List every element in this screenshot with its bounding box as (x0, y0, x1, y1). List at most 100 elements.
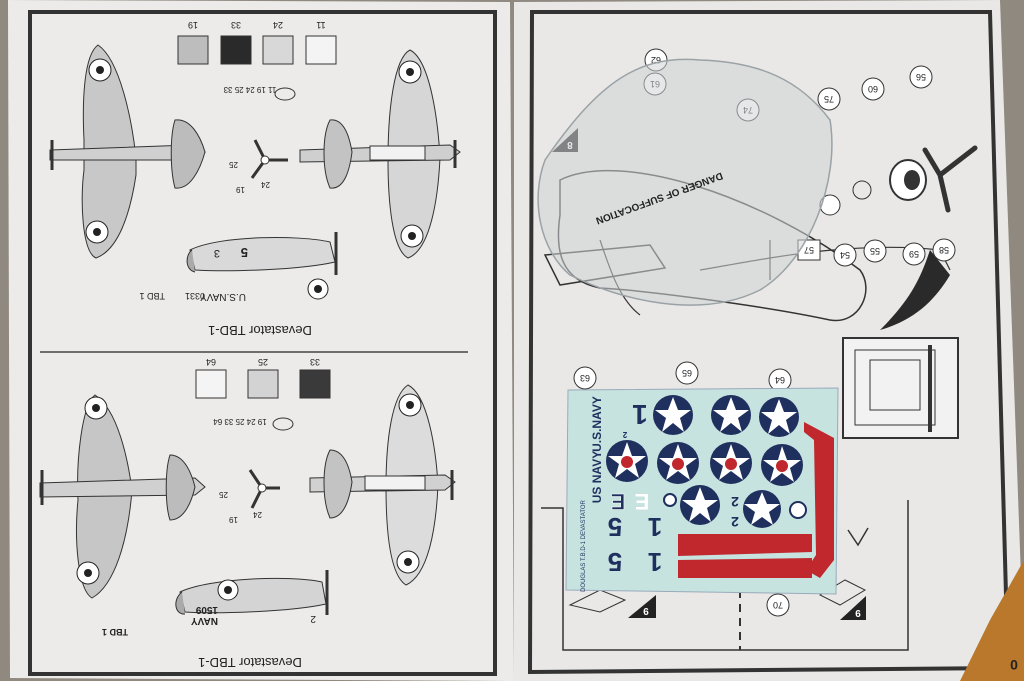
svg-text:55: 55 (870, 246, 880, 256)
left-page-frame (28, 10, 497, 676)
sprue-bag (537, 58, 833, 306)
side-marking: 0331 (185, 291, 205, 301)
stripe-decal (678, 534, 812, 556)
section-title: Devastator TBD-1 (198, 655, 302, 670)
side-marking: 2 (310, 613, 316, 624)
prop-part-label: 24 (261, 180, 270, 189)
decal-text: E (611, 489, 626, 514)
decal-text: 1 (632, 399, 648, 430)
propeller-diagram (248, 469, 280, 509)
decal-text: U.S.NAVY (590, 396, 604, 452)
swatch-33 (220, 35, 252, 65)
squadron-insignia-decal (663, 493, 807, 519)
swatch-64 (195, 369, 227, 399)
step-marker: 9 (628, 595, 656, 618)
side-marking: 5 (241, 245, 248, 260)
swatch-25 (247, 369, 279, 399)
svg-text:60: 60 (868, 84, 878, 94)
callout: 55 (863, 239, 887, 263)
callout: 58 (932, 238, 956, 262)
aircraft-underside-view (39, 394, 206, 599)
decal-text: 5 (608, 547, 622, 577)
svg-text:70: 70 (773, 600, 783, 610)
callout: 64 (768, 368, 792, 392)
svg-text:64: 64 (775, 375, 785, 385)
svg-text:58: 58 (939, 245, 949, 255)
aircraft-side-view (175, 570, 329, 615)
svg-text:62: 62 (651, 55, 661, 65)
callout: 56 (909, 65, 933, 89)
side-marking: NAVY (191, 615, 218, 626)
swatch-label: 64 (206, 357, 216, 367)
side-marking: TBD 1 (102, 627, 128, 637)
side-marking: 3 (214, 247, 220, 259)
swatch-label: 19 (188, 20, 198, 30)
aircraft-top-view (299, 49, 461, 259)
paint-pot-icon (274, 87, 296, 101)
decal-text: 2 (731, 514, 739, 530)
decal-text: 1 (648, 547, 662, 577)
svg-text:65: 65 (682, 368, 692, 378)
swatch-label: 24 (273, 20, 283, 30)
aircraft-underside-view (49, 44, 207, 259)
callout: 65 (675, 361, 699, 385)
svg-text:54: 54 (840, 250, 850, 260)
wing-assembly-diagram (541, 500, 909, 651)
prop-part-label: 24 (253, 510, 262, 519)
side-marking: U.S.NAVY (200, 291, 246, 302)
prop-part-label: 19 (236, 185, 245, 194)
bottom-section: 64 25 33 19 24 25 33 64 25 (39, 357, 456, 670)
svg-text:57: 57 (804, 245, 814, 255)
callout: 59 (902, 242, 926, 266)
svg-text:56: 56 (916, 72, 926, 82)
section-title: Devastator TBD-1 (208, 323, 312, 338)
table-corner (960, 560, 1024, 681)
prop-part-label: 19 (229, 515, 238, 524)
svg-text:9: 9 (643, 605, 649, 616)
svg-text:75: 75 (824, 94, 834, 104)
prop-part-label: 25 (229, 160, 238, 169)
decal-maker-text: DOUGLAS T.B.D-1 DEVASTATOR (581, 499, 587, 591)
callout: 70 (766, 593, 790, 617)
decal-text: 5 (608, 512, 622, 542)
top-section: 19 33 24 11 11 19 24 25 33 (49, 20, 461, 338)
swatch-label: 11 (316, 20, 325, 30)
step-marker: 9 (840, 596, 866, 620)
side-marking: TBD 1 (139, 291, 165, 301)
decal-text: 2 (731, 494, 739, 510)
callout: 75 (817, 87, 841, 111)
roundel-red-decal (761, 444, 803, 486)
parts-reference: 19 24 25 33 64 (213, 417, 267, 426)
roundel-red-decal (606, 440, 648, 482)
roundel-decal (759, 397, 799, 437)
parts-reference: 11 19 24 25 33 (223, 85, 276, 94)
paint-pot-icon (272, 417, 294, 431)
tail-stripe-decal (804, 422, 834, 578)
swatch-label: 33 (310, 357, 320, 367)
callout: 63 (573, 366, 597, 390)
side-marking: 1509 (195, 604, 218, 615)
decal-text: 2 (622, 430, 627, 439)
roundel-decal (680, 485, 720, 525)
callout: 60 (861, 77, 885, 101)
swatch-19 (177, 35, 209, 65)
aircraft-top-view (309, 384, 456, 586)
stripe-decal (678, 558, 812, 578)
callout: 54 (833, 243, 857, 267)
swatch-label: 25 (258, 357, 268, 367)
page-number: 0 (1010, 657, 1018, 673)
roundel-decal (653, 395, 693, 435)
swatch-label: 33 (231, 20, 241, 30)
propeller-diagram (250, 139, 288, 179)
decal-text: US NAVY (590, 451, 604, 503)
decal-text: 1 (648, 512, 662, 542)
aircraft-side-view (186, 232, 338, 300)
roundel-decal (711, 395, 751, 435)
part-callouts: 62 61 74 75 60 56 57 54 55 59 58 63 65 6… (573, 48, 956, 617)
decal-sheet: U.S.NAVY US NAVY 1 2 E E 5 5 1 1 2 2 DOU… (565, 387, 839, 595)
detail-inset (842, 337, 959, 439)
swatch-24 (262, 35, 294, 65)
roundel-decal (743, 490, 781, 528)
svg-text:63: 63 (580, 373, 590, 383)
